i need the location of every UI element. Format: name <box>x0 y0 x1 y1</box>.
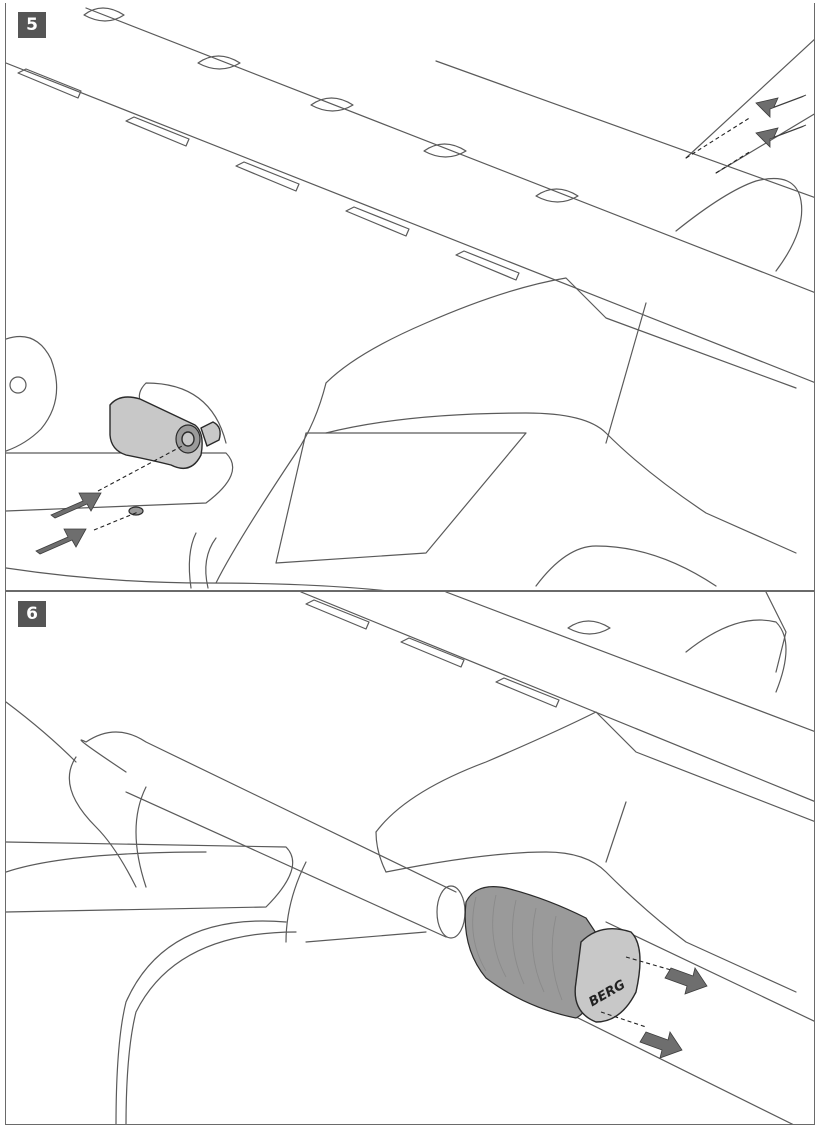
mounting-bracket <box>109 396 203 469</box>
insert-arrow-lower <box>35 528 87 555</box>
step-6-illustration: BERG <box>6 592 814 1124</box>
step-6-badge: 6 <box>18 601 46 627</box>
step-6-panel: 6 <box>5 591 815 1125</box>
remove-arrow-lower <box>639 1031 683 1059</box>
insert-arrow-upper <box>50 492 102 519</box>
step-5-badge: 5 <box>18 12 46 38</box>
grip-end-cap <box>574 928 641 1023</box>
insert-arrow-right-lower <box>755 124 807 148</box>
handlebar-grip: BERG <box>464 886 641 1023</box>
remove-arrow-upper <box>664 967 708 995</box>
step-5-panel: 5 <box>5 3 815 591</box>
step-5-illustration <box>6 7 814 590</box>
insert-arrow-right-upper <box>755 94 807 118</box>
rail-top <box>6 7 814 383</box>
